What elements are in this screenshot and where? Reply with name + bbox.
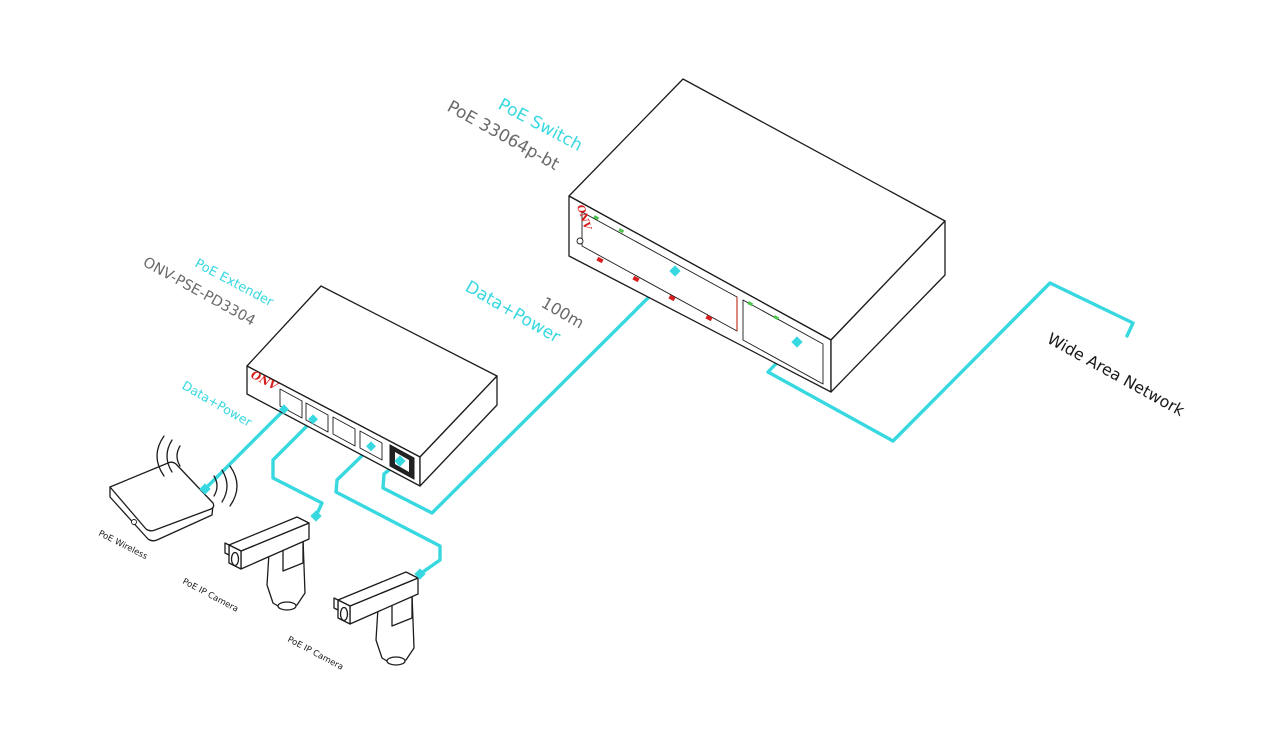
led-indicator [773,315,780,321]
poe-ip-camera-1 [224,510,322,611]
wireless-cable [203,408,286,491]
wifi-wave [156,435,165,477]
camera-sunshade [333,597,339,611]
extender-port-connector [279,404,289,415]
switch-side-face [830,220,946,393]
camera-2-cable [334,445,442,576]
poe-switch: ONV [568,78,946,393]
led-indicator [632,275,640,283]
led-indicator [705,314,713,322]
switch-status-leds [593,215,780,322]
extender-port-connector [308,414,318,425]
wifi-wave [166,439,173,473]
camera-1-cable [271,418,324,518]
ap-body-top [109,461,215,532]
led-indicator [747,301,754,307]
wireless-data-power-label: Data+Power [180,378,256,430]
switch-wan-connector [791,336,803,348]
poe-wireless-ap [109,435,238,542]
wifi-wave [229,465,238,507]
wifi-wave [213,475,218,497]
wifi-wave [176,445,181,467]
wan-label: Wide Area Network [1044,329,1188,420]
wireless-device-label: PoE Wireless [97,529,150,563]
poe-extender: ONV [246,285,498,487]
led-indicator [668,294,676,302]
camera-connector [310,510,322,522]
extender-port-connector [366,441,376,452]
switch-sfp-panel [742,299,824,385]
camera-2-label: PoE IP Camera [286,635,345,673]
poe-ip-camera-2 [333,568,426,666]
led-indicator [593,215,600,221]
wifi-signal-icon [156,435,238,507]
ap-connector [199,483,211,495]
switch-port-connector [669,265,681,277]
led-indicator [618,228,625,234]
camera-lens-icon [230,551,240,567]
camera-1-label: PoE IP Camera [181,577,240,615]
ethernet-port-3 [332,416,356,447]
extender-uplink-connector [394,455,406,467]
ap-led-icon [131,519,137,525]
camera-sunshade [224,542,230,556]
wan-cable [766,281,1135,443]
wifi-wave [221,469,228,503]
ethernet-port-1 [279,388,303,419]
power-icon [576,237,584,245]
led-indicator [596,256,604,264]
extender-side-face [419,375,498,487]
camera-base [386,656,406,666]
camera-lens-icon [339,606,349,622]
ethernet-port-2 [305,402,329,433]
camera-base [277,601,297,611]
